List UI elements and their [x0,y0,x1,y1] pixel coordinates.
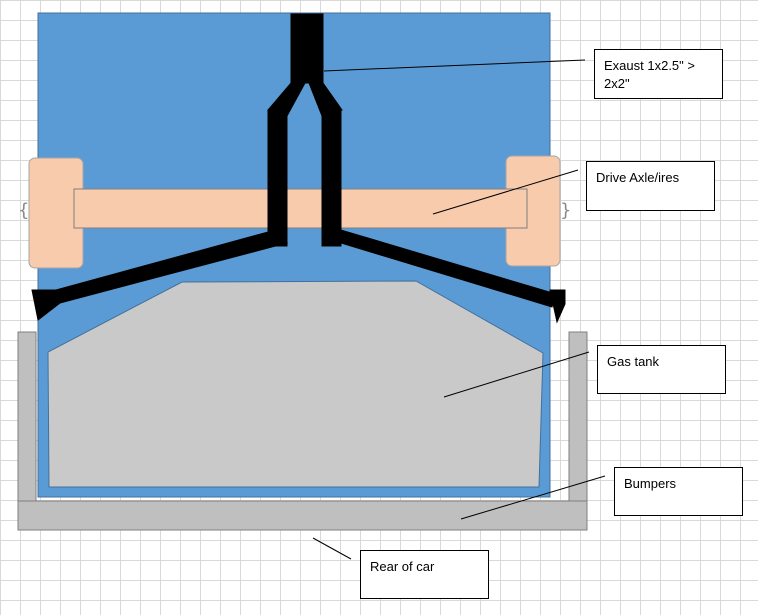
bumpers-callout: Bumpers [614,467,743,516]
axle-leader [432,169,579,215]
drive-axle [73,188,528,229]
exhaust-tip-left [31,289,61,321]
left-tire-brace: { [18,200,29,221]
right-tire-brace: } [560,200,571,221]
axle-callout: Drive Axle/ires [586,161,715,211]
rear-leader [312,537,352,560]
exhaust-split-right [308,82,343,117]
gas-tank [47,280,544,488]
exhaust-inlet [290,13,324,84]
bumper-bar [17,500,588,531]
rear-callout: Rear of car [360,550,489,599]
exhaust-system [31,13,566,324]
exhaust-callout: Exaust 1x2.5" > 2x2" [594,49,723,99]
bumpers-leader [460,475,606,520]
exhaust-leader [323,59,586,72]
bumper-left-post [17,331,37,503]
exhaust-branch-right [340,229,557,308]
gas-tank-callout: Gas tank [597,345,726,394]
gas-tank-leader [443,351,590,398]
exhaust-pipe-right [321,109,342,247]
exhaust-pipe-left [267,109,288,247]
exhaust-tip-right [549,289,566,324]
